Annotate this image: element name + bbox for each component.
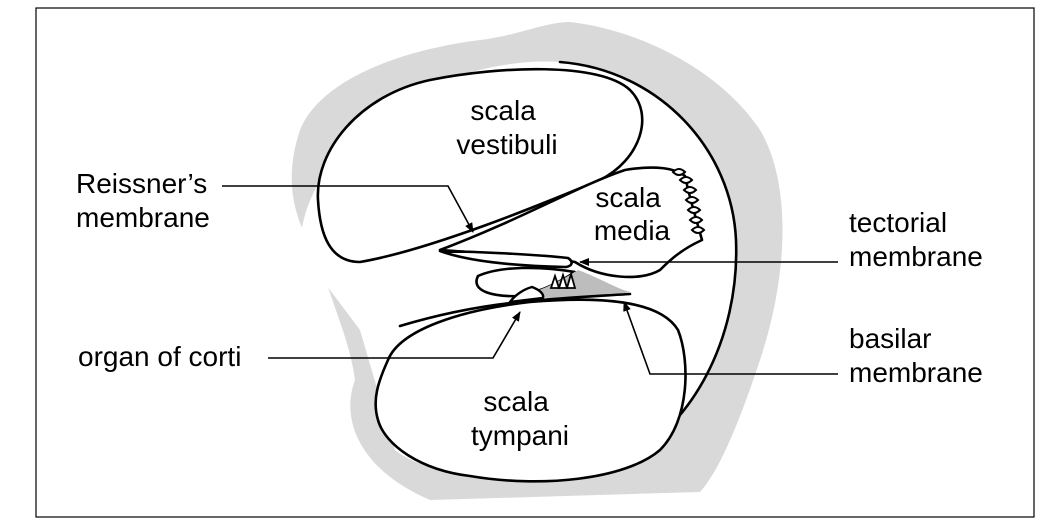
diagram-border bbox=[35, 7, 1035, 518]
organ-of-corti-region bbox=[520, 270, 630, 299]
basilar-line-2: membrane bbox=[849, 357, 983, 388]
scala-vestibuli-line-2: vestibuli bbox=[456, 129, 557, 160]
stria-vascularis bbox=[671, 168, 706, 234]
scala-tympani-line-1: scala bbox=[483, 386, 549, 417]
basilar-leader bbox=[623, 301, 838, 375]
basilar-membrane-line bbox=[518, 292, 632, 304]
scala-media-line-1: scala bbox=[595, 182, 661, 213]
osseous-spiral-lamina bbox=[398, 300, 522, 328]
basilar-line-1: basilar bbox=[849, 323, 931, 354]
scala-media-label: scala media bbox=[594, 182, 671, 246]
scala-vestibuli-chamber bbox=[316, 67, 644, 264]
organ-of-corti-body bbox=[507, 285, 545, 304]
reissners-line-1: Reissner’s bbox=[76, 168, 207, 199]
organ-of-corti-label: organ of corti bbox=[78, 341, 241, 372]
scala-tympani-line-2: tympani bbox=[471, 420, 569, 451]
tectorial-line-1: tectorial bbox=[849, 207, 947, 238]
scala-media-line-2: media bbox=[594, 215, 671, 246]
hair-cells bbox=[549, 270, 577, 289]
reissners-line-2: membrane bbox=[76, 202, 210, 233]
organ-leader bbox=[268, 311, 521, 359]
tectorial-membrane-label: tectorial membrane bbox=[849, 207, 983, 272]
basilar-membrane-label: basilar membrane bbox=[849, 323, 983, 388]
scala-tympani-label: scala tympani bbox=[471, 386, 569, 451]
tectorial-membrane bbox=[438, 249, 573, 269]
reissners-membrane-label: Reissner’s membrane bbox=[76, 168, 215, 233]
tectorial-line-2: membrane bbox=[849, 241, 983, 272]
organ-of-corti-line-1: organ of corti bbox=[78, 341, 241, 372]
reissners-leader bbox=[222, 185, 474, 233]
scala-vestibuli-line-1: scala bbox=[470, 95, 536, 126]
scala-vestibuli-label: scala vestibuli bbox=[456, 95, 557, 160]
